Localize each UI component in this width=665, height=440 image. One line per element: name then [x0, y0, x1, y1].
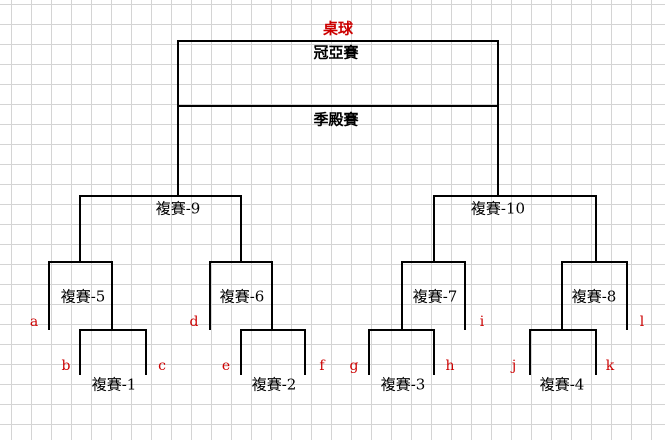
quarter-3-box: [401, 261, 466, 330]
seed-j: j: [511, 358, 517, 374]
seed-k: k: [605, 358, 615, 374]
page-title: 桌球: [322, 19, 354, 38]
round1-label-3: 複賽-3: [380, 375, 426, 394]
seed-d: d: [189, 314, 199, 330]
seed-l: l: [639, 314, 645, 330]
semi-label-10: 複賽-10: [470, 199, 526, 218]
quarter-label-6: 複賽-6: [219, 287, 265, 306]
round1-2-box: [240, 329, 306, 375]
quarter-label-7: 複賽-7: [412, 287, 458, 306]
final-label: 冠亞賽: [313, 43, 359, 62]
semi-left-box: [79, 195, 242, 262]
round1-3-box: [368, 329, 435, 375]
seed-g: g: [349, 358, 359, 374]
seed-h: h: [445, 358, 455, 374]
round1-1-box: [79, 329, 147, 375]
semi-right-box: [433, 195, 597, 262]
quarter-label-8: 複賽-8: [571, 287, 617, 306]
round1-label-4: 複賽-4: [539, 375, 585, 394]
seed-c: c: [158, 358, 166, 374]
quarter-4-box: [561, 261, 628, 330]
round1-4-box: [529, 329, 597, 375]
seed-i: i: [479, 314, 485, 330]
round1-label-2: 複賽-2: [251, 375, 297, 394]
seed-e: e: [221, 358, 231, 374]
seed-b: b: [61, 358, 71, 374]
quarter-1-box: [48, 261, 113, 330]
seed-f: f: [319, 358, 325, 374]
semi-label-9: 複賽-9: [155, 199, 201, 218]
quarter-label-5: 複賽-5: [60, 287, 106, 306]
seed-a: a: [29, 314, 39, 330]
round1-label-1: 複賽-1: [91, 375, 137, 394]
playoff-label: 季殿賽: [313, 110, 359, 129]
quarter-2-box: [209, 261, 273, 330]
